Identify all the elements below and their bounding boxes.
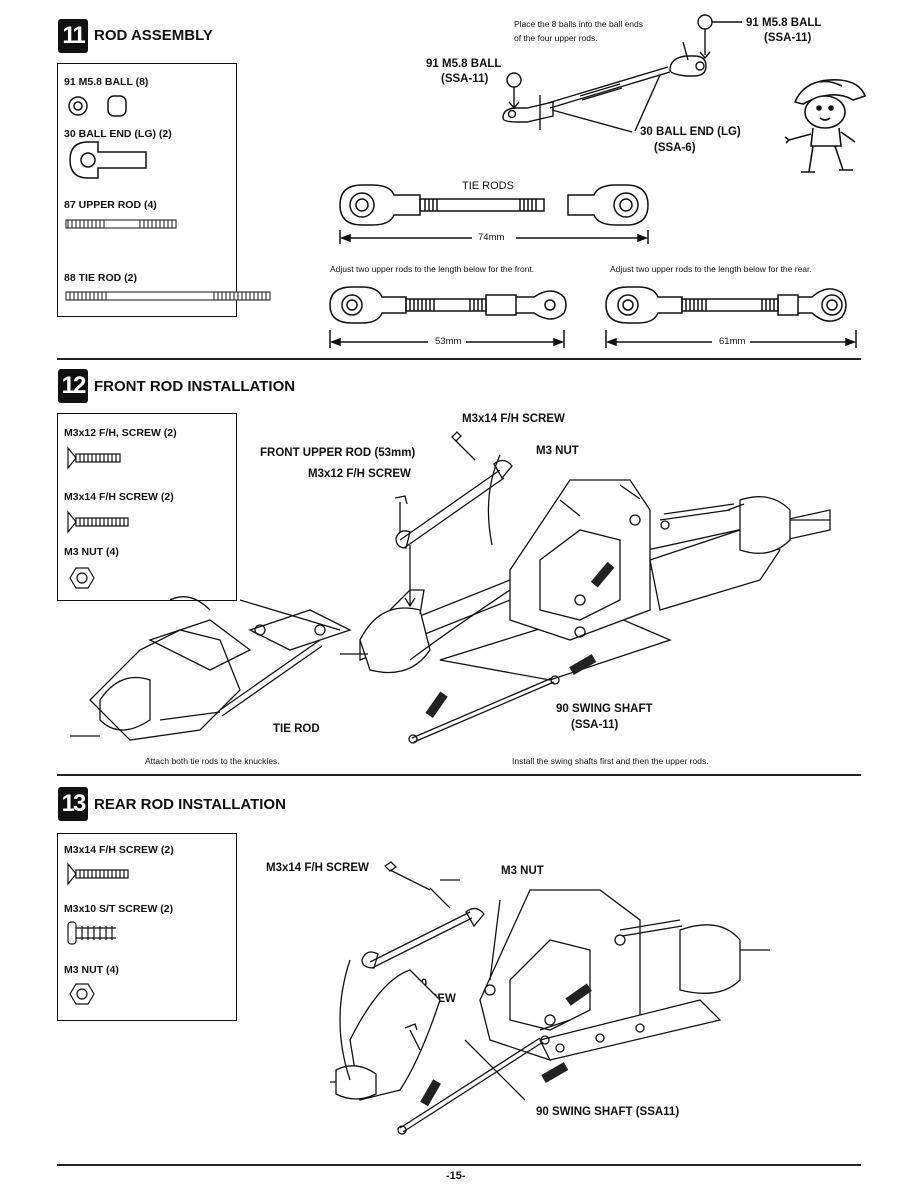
callout-tie-rod: TIE ROD xyxy=(273,723,320,735)
divider-footer xyxy=(57,1164,861,1166)
upper-rod-icon xyxy=(65,219,177,229)
part-st-screw-label: M3x10 S/T SCREW (2) xyxy=(64,903,174,915)
step-number-12: 12 xyxy=(58,369,88,403)
st-screw-icon xyxy=(67,921,77,945)
grease-tag-5 xyxy=(541,1062,569,1083)
callout-nut-front: M3 NUT xyxy=(536,445,579,457)
note-attach-tie-rods: Attach both tie rods to the knuckles. xyxy=(145,756,280,766)
grease-tag-3 xyxy=(425,691,448,718)
callout-swing-shaft-front: 90 SWING SHAFT xyxy=(556,703,653,715)
front-chassis-drawing xyxy=(70,431,831,744)
part-screw14-label: M3x14 F/H SCREW (2) xyxy=(64,491,174,503)
screw12-icon xyxy=(67,446,77,470)
ball-end-code: (SSA-6) xyxy=(654,142,696,154)
rear-chassis-drawing xyxy=(330,861,770,1135)
callout-screw12-front: M3x12 F/H SCREW xyxy=(308,468,411,480)
grease-tag-4 xyxy=(565,983,592,1006)
step-number-11: 11 xyxy=(58,19,88,53)
upper-rod-length-drawings xyxy=(329,286,857,348)
callout-swing-shaft-rear: 90 SWING SHAFT (SSA11) xyxy=(536,1106,680,1118)
note-balls-line2: of the four upper rods. xyxy=(514,33,598,43)
step-number-13: 13 xyxy=(58,787,88,821)
part-nut-label: M3 NUT (4) xyxy=(64,546,119,558)
callout-screw14-front: M3x14 F/H SCREW xyxy=(462,413,565,425)
grease-tag-6 xyxy=(420,1079,441,1107)
note-install-swing-shafts: Install the swing shafts first and then … xyxy=(512,756,709,766)
tie-rod-icon xyxy=(65,291,271,301)
mascot-boy-illustration xyxy=(784,79,867,173)
callout-swing-code-front: (SSA-11) xyxy=(571,719,619,731)
screw14-rear-icon xyxy=(67,862,77,886)
front-length: 53mm xyxy=(435,336,462,347)
ball-label-left: 91 M5.8 BALL xyxy=(426,58,502,70)
parts-icons-step13 xyxy=(67,862,129,1005)
step-title-13: REAR ROD INSTALLATION xyxy=(94,796,286,813)
ball-code-right: (SSA-11) xyxy=(764,32,812,44)
note-balls-line1: Place the 8 balls into the ball ends xyxy=(514,19,644,29)
part-tie-rod-label: 88 TIE ROD (2) xyxy=(64,272,137,284)
tie-rod-length: 74mm xyxy=(478,232,505,243)
front-adjust-note: Adjust two upper rods to the length belo… xyxy=(330,264,535,274)
page-number: -15- xyxy=(446,1170,466,1182)
part-screw14-rear-label: M3x14 F/H SCREW (2) xyxy=(64,844,174,856)
callout-front-upper-rod: FRONT UPPER ROD (53mm) xyxy=(260,447,416,459)
step-title-11: ROD ASSEMBLY xyxy=(94,27,213,44)
divider-1 xyxy=(57,358,861,360)
divider-2 xyxy=(57,774,861,776)
grease-tag-2 xyxy=(569,654,597,675)
parts-icons-step11 xyxy=(65,95,271,301)
rear-adjust-note: Adjust two upper rods to the length belo… xyxy=(610,264,812,274)
screw14-icon xyxy=(67,510,77,534)
callout-screw14-rear: M3x14 F/H SCREW xyxy=(266,862,369,874)
step-title-12: FRONT ROD INSTALLATION xyxy=(94,378,296,395)
tie-rods-label: TIE RODS xyxy=(462,180,514,192)
upper-rod-exploded-drawing xyxy=(502,14,742,133)
part-nut-rear-label: M3 NUT (4) xyxy=(64,964,119,976)
ball-code-left: (SSA-11) xyxy=(441,73,489,85)
part-screw12-label: M3x12 F/H, SCREW (2) xyxy=(64,427,177,439)
part-ball-end-label: 30 BALL END (LG) (2) xyxy=(64,128,172,140)
ball-end-icon xyxy=(69,141,147,179)
ball-label-right: 91 M5.8 BALL xyxy=(746,17,822,29)
part-ball-label: 91 M5.8 BALL (8) xyxy=(64,76,149,88)
ball-end-label: 30 BALL END (LG) xyxy=(640,126,741,138)
parts-icons-step12 xyxy=(67,446,129,589)
tie-rod-drawing xyxy=(339,184,649,244)
rear-length: 61mm xyxy=(719,336,746,347)
grease-tag-1 xyxy=(590,561,615,588)
callout-nut-rear: M3 NUT xyxy=(501,865,544,877)
part-upper-rod-label: 87 UPPER ROD (4) xyxy=(64,199,157,211)
ball-icon xyxy=(68,95,127,117)
